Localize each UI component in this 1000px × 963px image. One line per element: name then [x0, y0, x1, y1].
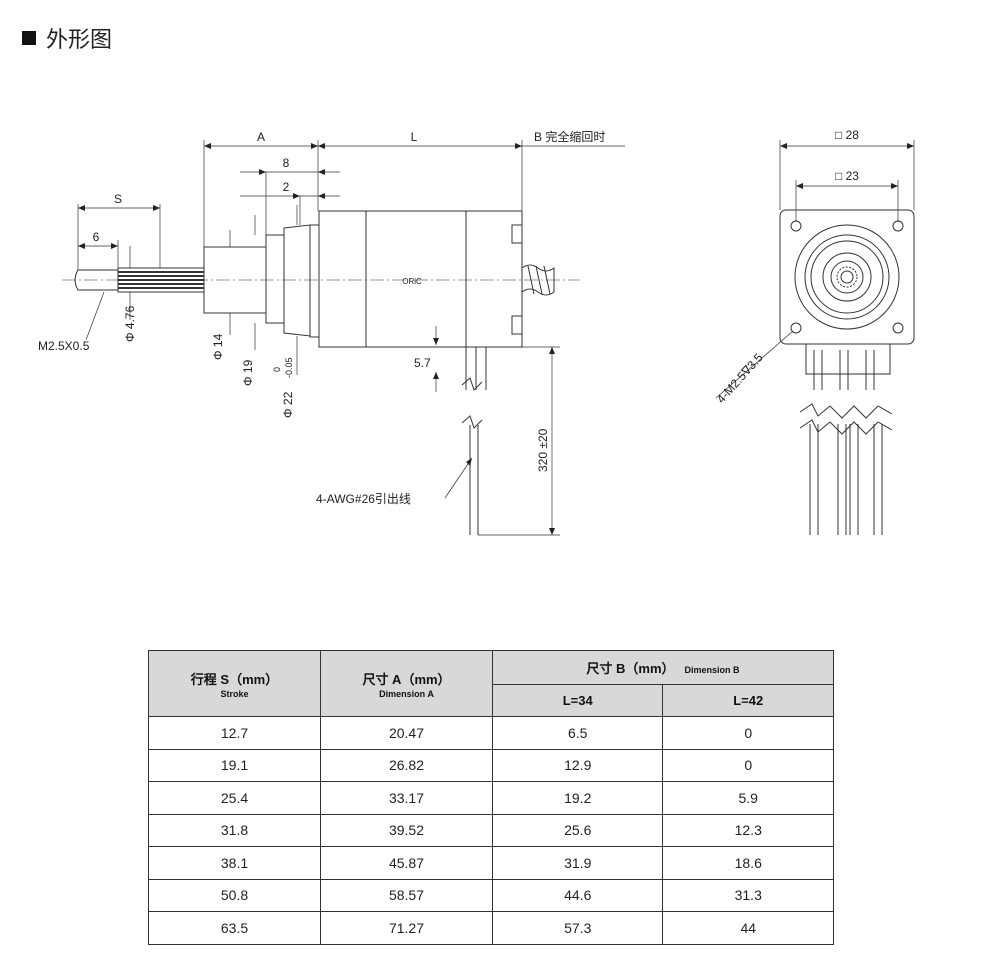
- lead-wires: [461, 347, 487, 535]
- table-cell: 0: [662, 716, 834, 750]
- leads-label: 4-AWG#26引出线: [316, 492, 411, 506]
- dia-19-label: Φ 19: [241, 359, 255, 386]
- table-cell: 31.9: [491, 846, 664, 880]
- table-cell: 38.1: [148, 846, 321, 880]
- heading-text: 外形图: [46, 28, 113, 53]
- black-square-icon: [22, 31, 36, 45]
- square-28-label: □ 28: [835, 128, 859, 142]
- boss-22: [283, 224, 311, 337]
- dim-b-label: B 完全缩回时: [534, 129, 605, 144]
- table-cell: 25.4: [148, 781, 321, 815]
- boss-19: [265, 234, 285, 324]
- dim-8-label: 8: [283, 156, 290, 170]
- dia-14-label: Φ 14: [211, 333, 225, 360]
- dimension-table: 行程 S（mm） Stroke 尺寸 A（mm） Dimension A 尺寸 …: [148, 650, 834, 945]
- shaft-tip: [74, 269, 119, 291]
- table-cell: 26.82: [320, 748, 493, 782]
- table-cell: 57.3: [491, 911, 664, 945]
- table-cell: 19.2: [491, 781, 664, 815]
- holes-label: 4-M2.5∇3.5: [714, 350, 766, 406]
- section-heading: 外形图: [22, 22, 112, 54]
- table-cell: 18.6: [662, 846, 834, 880]
- table-cell: 50.8: [148, 878, 321, 912]
- brand-label: ORiC: [402, 277, 422, 286]
- table-cell: 25.6: [491, 813, 664, 847]
- dim-2-label: 2: [283, 180, 290, 194]
- dim-57-label: 5.7: [414, 356, 431, 370]
- motor-flange: [309, 224, 320, 338]
- dim-l-label: L: [411, 130, 418, 144]
- lead-length-label: 320 ±20: [536, 428, 550, 472]
- table-cell: 45.87: [320, 846, 493, 880]
- thread-label: M2.5X0.5: [38, 339, 90, 353]
- table-cell: 58.57: [320, 878, 493, 912]
- col-stroke-header: 行程 S（mm） Stroke: [148, 650, 321, 717]
- table-cell: 19.1: [148, 748, 321, 782]
- sub-header-l42: L=42: [662, 684, 834, 717]
- table-cell: 63.5: [148, 911, 321, 945]
- outline-drawing: A L B 完全缩回时 8 2 S 6 M2.5X0.5 Φ 4.76 Φ 14…: [38, 128, 915, 536]
- dia-22-label: Φ 22: [281, 391, 295, 418]
- table-cell: 0: [662, 748, 834, 782]
- dim-s-label: S: [114, 192, 122, 206]
- table-cell: 44: [662, 911, 834, 945]
- table-cell: 44.6: [491, 878, 664, 912]
- col-dimension-b-header: 尺寸 B（mm）Dimension B: [492, 650, 834, 685]
- table-cell: 12.3: [662, 813, 834, 847]
- col-dimension-a-header: 尺寸 A（mm） Dimension A: [320, 650, 493, 717]
- table-cell: 12.7: [148, 716, 321, 750]
- sub-header-l34: L=34: [491, 684, 664, 717]
- table-cell: 39.52: [320, 813, 493, 847]
- table-cell: 6.5: [491, 716, 664, 750]
- end-view: [715, 140, 915, 535]
- table-cell: 20.47: [320, 716, 493, 750]
- table-cell: 31.8: [148, 813, 321, 847]
- square-23-label: □ 23: [835, 169, 859, 183]
- table-cell: 12.9: [491, 748, 664, 782]
- table-cell: 33.17: [320, 781, 493, 815]
- tol-lower-label: -0.05: [284, 357, 294, 378]
- dim-6-label: 6: [93, 230, 100, 244]
- dia-476-label: Φ 4.76: [123, 305, 137, 342]
- table-cell: 71.27: [320, 911, 493, 945]
- table-cell: 5.9: [662, 781, 834, 815]
- dim-a-label: A: [257, 130, 265, 144]
- tol-upper-label: 0: [272, 367, 282, 372]
- table-cell: 31.3: [662, 878, 834, 912]
